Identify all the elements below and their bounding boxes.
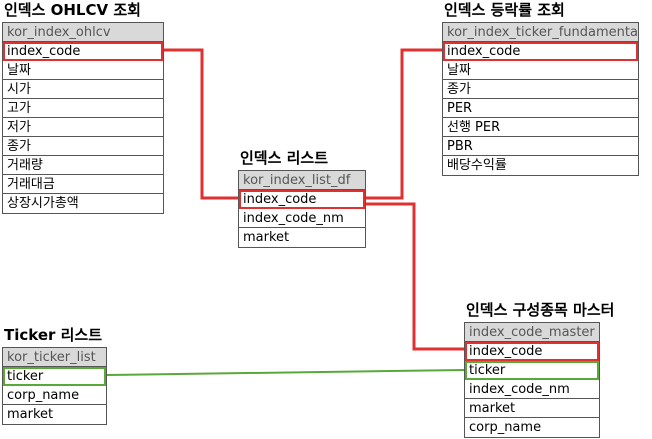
master-field: corp_name	[469, 420, 542, 435]
fundamental-field: PER	[443, 99, 638, 118]
fundamental-field-index-code: index_code	[443, 42, 638, 61]
fundamental-field: 날짜	[443, 61, 638, 80]
ohlcv-field: 저가	[3, 118, 163, 137]
master-table: index_code_master index_code ticker inde…	[464, 322, 600, 438]
link-index-list-to-master	[366, 202, 464, 351]
ohlcv-field: 거래량	[3, 156, 163, 175]
fundamental-table-name: kor_index_ticker_fundamental	[443, 23, 638, 42]
index-list-title: 인덱스 리스트	[240, 149, 329, 167]
ohlcv-field: 종가	[3, 137, 163, 156]
fundamental-field: 배당수익률	[447, 158, 507, 173]
fundamental-field: 종가	[443, 80, 638, 99]
fundamental-field: PBR	[443, 137, 638, 156]
ohlcv-field: 거래대금	[3, 175, 163, 194]
master-title: 인덱스 구성종목 마스터	[466, 301, 615, 319]
ohlcv-title: 인덱스 OHLCV 조회	[4, 1, 141, 19]
ohlcv-field: 상장시가총액	[7, 196, 79, 211]
fundamental-title: 인덱스 등락률 조회	[444, 1, 565, 19]
master-field: market	[465, 399, 599, 418]
link-ohlcv-to-index-list	[164, 48, 238, 200]
ohlcv-table: kor_index_ohlcv index_code 날짜 시가 고가 저가 종…	[2, 22, 164, 214]
master-field-index-code: index_code	[465, 342, 599, 361]
ticker-list-field: market	[7, 407, 54, 422]
index-list-table: kor_index_list_df index_code index_code_…	[238, 170, 366, 248]
ticker-list-title: Ticker 리스트	[4, 326, 103, 344]
master-field: index_code_nm	[465, 380, 599, 399]
master-table-name: index_code_master	[465, 323, 599, 342]
ticker-list-table-name: kor_ticker_list	[3, 348, 106, 367]
link-ticker-list-to-master	[106, 369, 465, 376]
ticker-list-table: kor_ticker_list ticker corp_name market	[2, 347, 107, 425]
index-list-table-name: kor_index_list_df	[239, 171, 365, 190]
index-list-field: market	[243, 230, 290, 245]
index-list-field-index-code: index_code	[239, 190, 365, 209]
fundamental-field: 선행 PER	[443, 118, 638, 137]
fundamental-table: kor_index_ticker_fundamental index_code …	[442, 22, 639, 176]
ohlcv-field: 고가	[3, 99, 163, 118]
ticker-list-field: corp_name	[3, 386, 106, 405]
link-index-list-to-fundamental	[366, 48, 442, 200]
ohlcv-field-index-code: index_code	[3, 42, 163, 61]
ticker-list-field-ticker: ticker	[3, 367, 106, 386]
index-list-field: index_code_nm	[239, 209, 365, 228]
ohlcv-table-name: kor_index_ohlcv	[3, 23, 163, 42]
master-field-ticker: ticker	[465, 361, 599, 380]
ohlcv-field: 날짜	[3, 61, 163, 80]
ohlcv-field: 시가	[3, 80, 163, 99]
